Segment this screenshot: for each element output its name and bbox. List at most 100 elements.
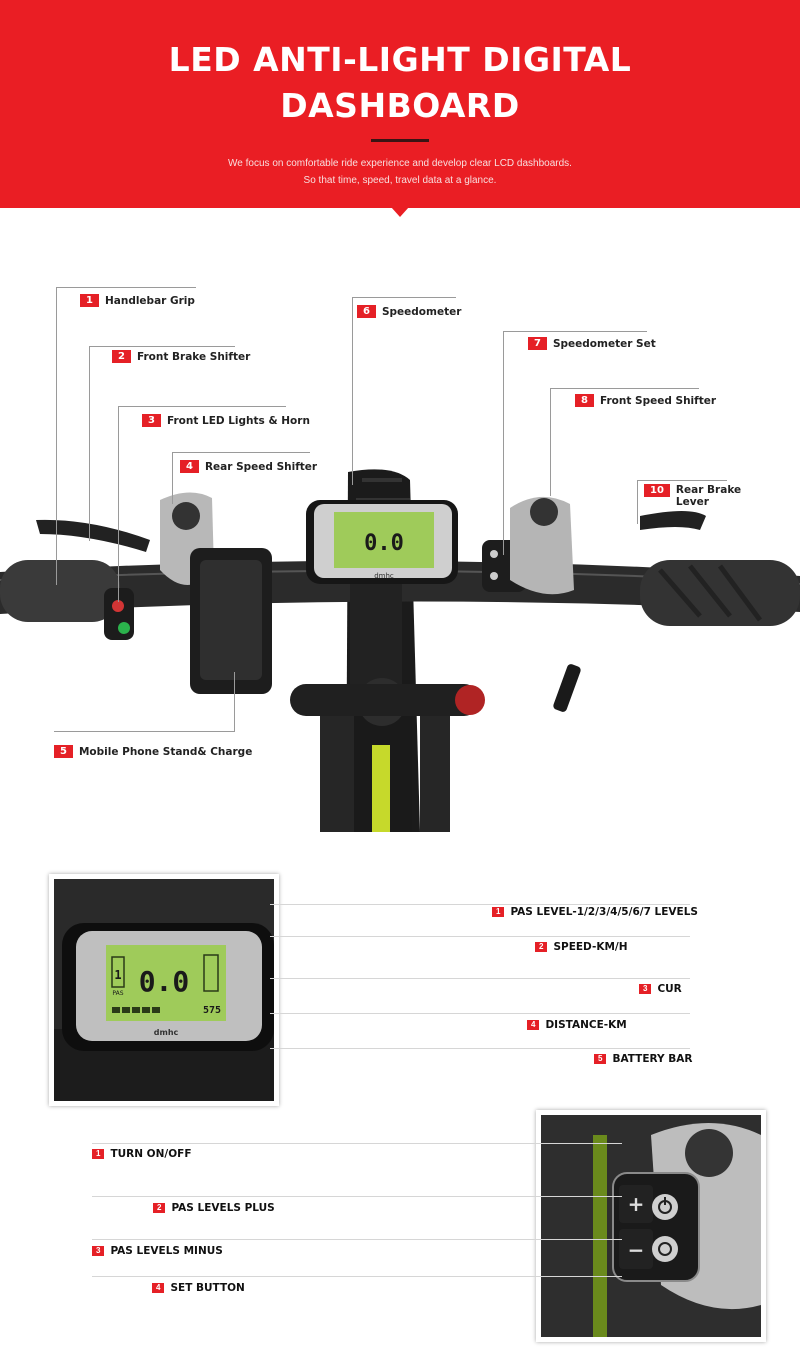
feature-battery-bar: 5 BATTERY BAR [594, 1053, 693, 1065]
lcd-closeup-drawing: 1 PAS 0.0 575 dmhc [54, 879, 274, 1101]
feature-turn-on-off: 1 TURN ON/OFF [92, 1148, 192, 1160]
feature-line [92, 1276, 622, 1277]
feature-line [92, 1196, 622, 1197]
leader-line [503, 331, 504, 555]
lcd-pas-label: PAS [112, 990, 123, 997]
leader-line [172, 452, 173, 504]
feature-number: 4 [527, 1020, 540, 1030]
leader-line [172, 452, 310, 453]
feature-line [270, 1048, 690, 1049]
feature-pas-plus: 2 PAS LEVELS PLUS [153, 1202, 275, 1214]
callout-label: Front LED Lights & Horn [166, 414, 310, 427]
leader-line [637, 480, 638, 524]
feature-line [270, 936, 690, 937]
callout-label: Rear Speed Shifter [204, 460, 318, 473]
leader-line [54, 731, 235, 732]
leader-line [56, 287, 57, 585]
feature-line [270, 904, 690, 905]
leader-line [56, 287, 196, 288]
feature-pas-level: 1 PAS LEVEL-1/2/3/4/5/6/7 LEVELS [492, 906, 698, 918]
svg-text:dmhc: dmhc [374, 572, 394, 580]
callout-label: Speedometer Set [552, 337, 656, 350]
callout-speedometer-set: 7 Speedometer Set [528, 337, 656, 350]
feature-number: 1 [92, 1149, 105, 1159]
leader-line [234, 672, 235, 732]
feature-label: TURN ON/OFF [110, 1148, 192, 1160]
callout-label: Handlebar Grip [104, 294, 195, 307]
lcd-speed: 0.0 [139, 965, 190, 998]
leader-line [89, 346, 235, 347]
callout-front-speed-shifter: 8 Front Speed Shifter [575, 394, 716, 407]
callout-number: 6 [357, 305, 376, 318]
svg-text:+: + [628, 1192, 645, 1216]
leader-line [89, 346, 90, 541]
feature-number: 1 [492, 907, 505, 917]
feature-line [270, 1013, 690, 1014]
feature-distance: 4 DISTANCE-KM [527, 1019, 627, 1031]
callout-front-led-lights-horn: 3 Front LED Lights & Horn [142, 414, 310, 427]
feature-label: PAS LEVELS MINUS [110, 1245, 223, 1257]
header-banner: LED ANTI-LIGHT DIGITAL DASHBOARD We focu… [0, 0, 800, 208]
callout-number: 10 [644, 484, 670, 497]
callout-mobile-phone-stand: 5 Mobile Phone Stand& Charge [54, 745, 252, 758]
banner-notch [391, 207, 409, 217]
feature-number: 3 [92, 1246, 105, 1256]
feature-speed: 2 SPEED-KM/H [535, 941, 628, 953]
callout-label: Front Speed Shifter [599, 394, 717, 407]
feature-label: DISTANCE-KM [545, 1019, 627, 1031]
callout-number: 3 [142, 414, 161, 427]
feature-label: SPEED-KM/H [553, 941, 628, 953]
callout-label: Rear Brake Lever [676, 484, 741, 508]
callout-front-brake-shifter: 2 Front Brake Shifter [112, 350, 250, 363]
leader-line [503, 331, 647, 332]
subtitle-line2: So that time, speed, travel data at a gl… [303, 175, 497, 186]
leader-line [550, 388, 699, 389]
lcd-closeup-photo: 1 PAS 0.0 575 dmhc [49, 874, 279, 1106]
lcd-pas-value: 1 [114, 968, 121, 982]
callout-rear-speed-shifter: 4 Rear Speed Shifter [180, 460, 317, 473]
feature-line [92, 1239, 622, 1240]
callout-speedometer: 6 Speedometer [357, 305, 461, 318]
title-divider [371, 139, 429, 142]
callout-number: 2 [112, 350, 131, 363]
callout-number: 8 [575, 394, 594, 407]
control-buttons-photo: + − [536, 1110, 766, 1342]
feature-cur: 3 CUR [639, 983, 682, 995]
handlebar-photo: 0.0 dmhc [0, 469, 800, 832]
callout-number: 5 [54, 745, 73, 758]
callout-number: 7 [528, 337, 547, 350]
feature-pas-minus: 3 PAS LEVELS MINUS [92, 1245, 223, 1257]
callout-number: 4 [180, 460, 199, 473]
leader-line [118, 406, 286, 407]
svg-text:−: − [628, 1238, 645, 1262]
page-title-line1: LED ANTI-LIGHT DIGITAL [168, 40, 632, 79]
callout-label-line2: Lever [675, 496, 709, 508]
lcd-brand: dmhc [154, 1028, 179, 1037]
feature-number: 3 [639, 984, 652, 994]
callout-label: Front Brake Shifter [136, 350, 251, 363]
feature-label: BATTERY BAR [612, 1053, 693, 1065]
feature-number: 5 [594, 1054, 607, 1064]
feature-label: CUR [657, 983, 682, 995]
callout-rear-brake-lever: 10 Rear Brake Lever [644, 484, 741, 508]
feature-number: 2 [535, 942, 548, 952]
feature-label: PAS LEVEL-1/2/3/4/5/6/7 LEVELS [510, 906, 698, 918]
feature-line [270, 978, 690, 979]
svg-text:0.0: 0.0 [364, 531, 404, 556]
control-buttons-drawing: + − [541, 1115, 761, 1337]
lcd-distance: 575 [203, 1005, 221, 1016]
subtitle-line1: We focus on comfortable ride experience … [228, 158, 572, 169]
leader-line [550, 388, 551, 496]
callout-handlebar-grip: 1 Handlebar Grip [80, 294, 195, 307]
callout-number: 1 [80, 294, 99, 307]
callout-label: Mobile Phone Stand& Charge [78, 745, 253, 758]
callout-label-line1: Rear Brake [675, 484, 742, 496]
leader-line [118, 406, 119, 602]
feature-label: PAS LEVELS PLUS [171, 1202, 275, 1214]
leader-line [637, 480, 727, 481]
callout-label: Speedometer [381, 305, 462, 318]
leader-line [352, 297, 353, 485]
feature-line [92, 1143, 622, 1144]
page-title-line2: DASHBOARD [280, 86, 520, 125]
feature-set-button: 4 SET BUTTON [152, 1282, 245, 1294]
